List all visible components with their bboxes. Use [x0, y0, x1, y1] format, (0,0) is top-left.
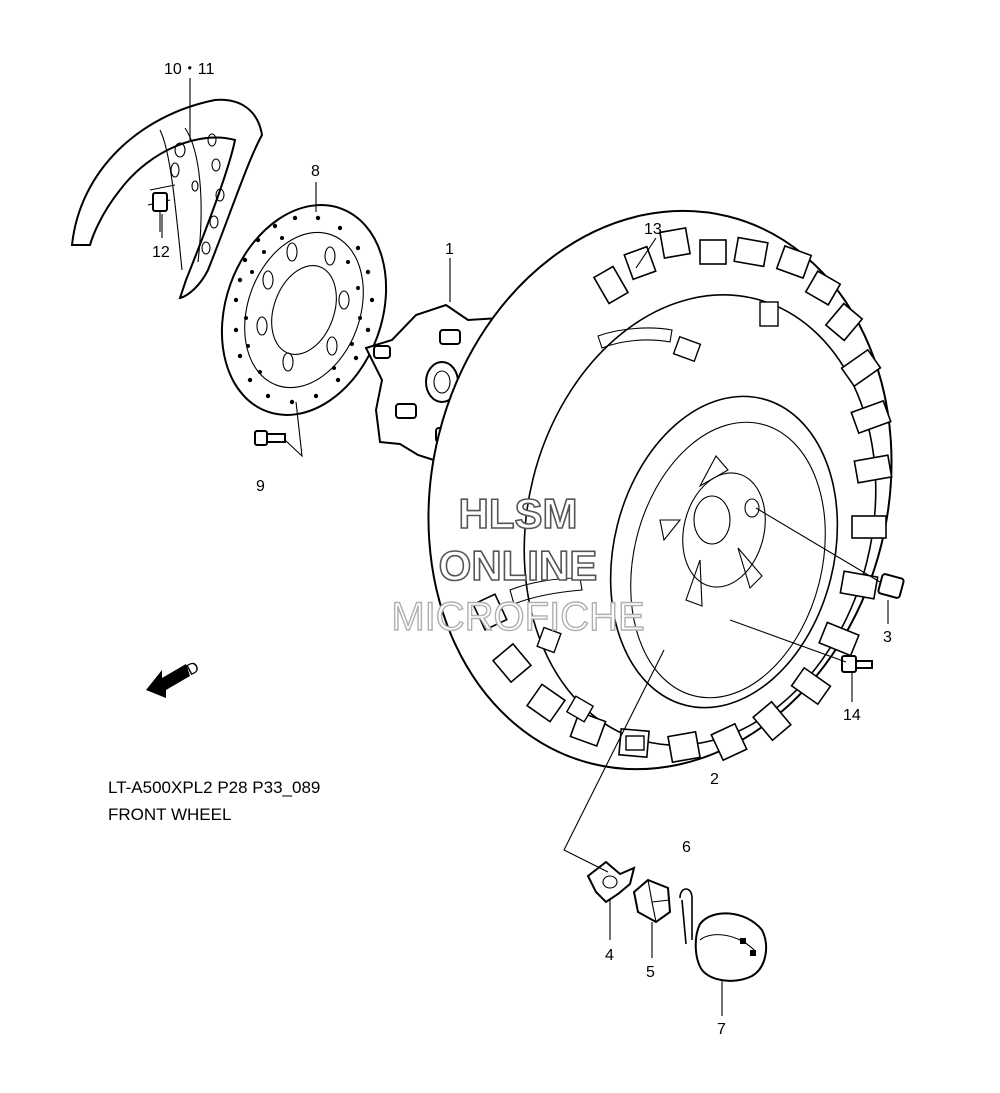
- brake-disc-cover: [70, 98, 264, 300]
- watermark: HLSM ONLINE MICROFICHE: [391, 489, 646, 640]
- callout-6: 6: [682, 839, 691, 856]
- watermark-line-2: ONLINE: [439, 542, 598, 589]
- callout-8: 8: [311, 163, 320, 180]
- callout-7: 7: [717, 1021, 726, 1038]
- watermark-line-1: HLSM: [459, 490, 578, 537]
- castle-nut-5: [632, 878, 672, 924]
- leader-lines: [161, 78, 889, 1016]
- watermark-line-3: MICROFICHE: [391, 595, 644, 639]
- callout-1: 1: [445, 241, 454, 258]
- lock-washer-4: [586, 860, 636, 904]
- callout-10-11: 10・11: [164, 61, 215, 78]
- diagram-code: LT-A500XPL2 P28 P33_089: [108, 778, 320, 797]
- bolt-12: [152, 192, 168, 232]
- fwd-label: FWD: [162, 659, 202, 691]
- callout-labels: 10・11 12 8 1 9 13 3 14 2 6 4 5 7: [152, 61, 892, 1038]
- brake-disc: [220, 204, 388, 416]
- callout-5: 5: [646, 964, 655, 981]
- wheel-nut-3: [877, 573, 905, 599]
- callout-14: 14: [843, 707, 861, 724]
- callout-3: 3: [883, 629, 892, 646]
- callout-2: 2: [710, 771, 719, 788]
- tire-and-rim: [427, 209, 893, 771]
- forward-direction-arrow: FWD: [146, 659, 202, 698]
- bolt-9: [254, 430, 286, 446]
- cotter-pin-6: [679, 888, 693, 945]
- callout-9: 9: [256, 478, 265, 495]
- diagram-title: FRONT WHEEL: [108, 805, 231, 824]
- callout-12: 12: [152, 244, 170, 261]
- callout-4: 4: [605, 947, 614, 964]
- hub-cap-7: [694, 912, 768, 982]
- callout-13: 13: [644, 221, 662, 238]
- stud-14: [841, 655, 873, 673]
